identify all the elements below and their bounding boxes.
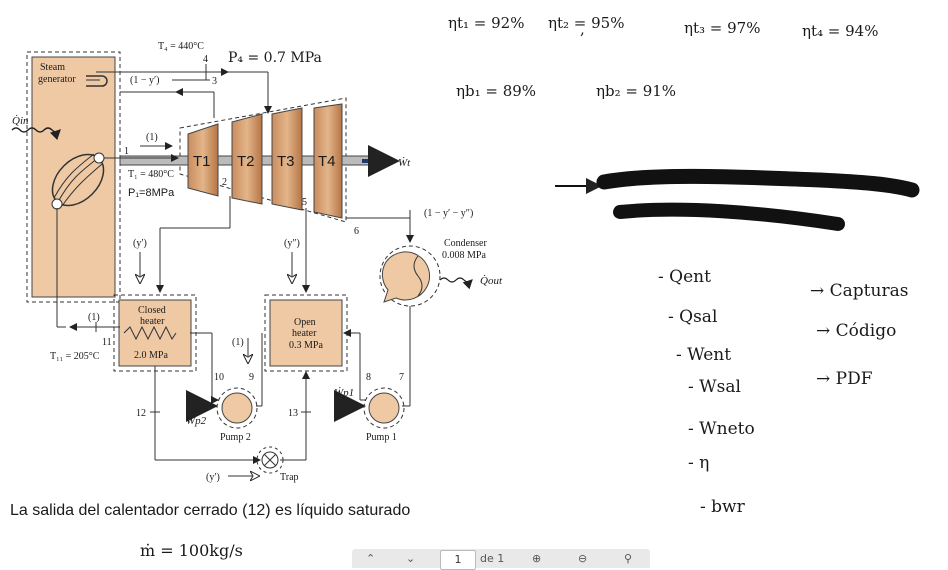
open-heater-label-3: 0.3 MPa xyxy=(289,340,323,351)
closed-heater-note: La salida del calentador cerrado (12) es… xyxy=(10,502,411,519)
wp1-label: Ẇp1 xyxy=(334,387,354,399)
steam-generator: Steam generator xyxy=(26,51,121,303)
checklist-went: - Went xyxy=(676,345,731,365)
extraction-5-line xyxy=(292,208,310,293)
turbine-set: T1 T2 T3 T4 xyxy=(119,97,381,223)
checklist-eta: - η xyxy=(688,453,709,473)
wt-label: Ẇt xyxy=(398,157,411,169)
state-8: 8 xyxy=(366,372,371,383)
checklist-wsal: - Wsal xyxy=(688,377,741,397)
t11-state: T₁₁ = 205°C xyxy=(50,351,100,362)
eta-t2: ηt₂ = 95% xyxy=(548,14,624,32)
eta-t3: ηt₃ = 97% xyxy=(684,19,760,37)
extraction-2-line xyxy=(140,196,231,293)
condenser-flow-label: (1 − y′ − y″) xyxy=(424,208,473,219)
reheat-lines xyxy=(96,64,272,118)
trap-y-label: (y′) xyxy=(206,472,220,483)
state-5: 5 xyxy=(302,197,307,208)
p1-label: P₁=8MPa xyxy=(128,187,175,199)
state-13: 13 xyxy=(288,408,298,419)
checklist-bwr: - bwr xyxy=(700,497,746,517)
chevron-up-icon[interactable]: ⌃ xyxy=(366,552,376,565)
p4-label: P₄ = 0.7 MPa xyxy=(228,50,322,66)
flow-one-top: (1) xyxy=(146,132,158,143)
eta-t1: ηt₁ = 92% xyxy=(448,14,524,32)
state-1: 1 xyxy=(124,146,129,157)
state-6: 6 xyxy=(354,226,359,237)
t1-state: T₁ = 480°C xyxy=(128,169,174,180)
trap-valve-icon xyxy=(256,446,284,474)
chevron-down-icon[interactable]: ⌄ xyxy=(406,552,416,565)
checklist-wneto: - Wneto xyxy=(688,419,755,439)
eta-b2: ηb₂ = 91% xyxy=(596,82,676,100)
search-icon[interactable]: ⚲ xyxy=(624,552,633,565)
condenser-label-2: 0.008 MPa xyxy=(442,250,486,261)
pump2-label: Pump 2 xyxy=(220,432,251,443)
state-9: 9 xyxy=(249,372,254,383)
output-codigo: → Código xyxy=(816,321,896,341)
state-10: 10 xyxy=(214,372,224,383)
checklist-qsal: - Qsal xyxy=(668,307,717,327)
closed-heater-label-3: 2.0 MPa xyxy=(134,350,168,361)
q-in-label: Q̇in xyxy=(12,115,29,127)
pdf-viewer-toolbar: ⌃ ⌄ 1 de 1 ⊕ ⊖ ⚲ xyxy=(352,549,650,570)
state-2: 2 xyxy=(222,177,227,188)
state-12: 12 xyxy=(136,408,146,419)
output-pdf: → PDF xyxy=(816,369,873,389)
eta-t4: ηt₄ = 94% xyxy=(802,22,878,40)
q-in-arrow xyxy=(11,127,61,141)
zoom-out-icon[interactable]: ⊖ xyxy=(578,552,588,565)
wp2-label: Ẇp2 xyxy=(186,415,207,427)
pump-1 xyxy=(363,387,405,429)
turbine-t2-label: T2 xyxy=(237,153,255,170)
reheat-flow-label: (1 − y′) xyxy=(130,75,160,86)
line-state-12-13 xyxy=(150,366,311,476)
state-4: 4 xyxy=(203,54,208,65)
y-double-label: (y″) xyxy=(284,238,300,249)
closed-heater-label-1: Closed xyxy=(138,305,166,316)
mass-flow: ṁ = 100kg/s xyxy=(140,541,243,560)
comma-separator: , xyxy=(580,20,585,38)
state-11: 11 xyxy=(102,337,112,348)
pump1-label: Pump 1 xyxy=(366,432,397,443)
q-out-label: Q̇out xyxy=(480,275,503,287)
pump-2 xyxy=(216,387,258,429)
line-state-6 xyxy=(346,210,414,243)
output-capturas: → Capturas xyxy=(810,281,908,301)
page-count-label: de 1 xyxy=(480,552,505,565)
turbine-t1-label: T1 xyxy=(193,153,211,170)
eta-b1: ηb₁ = 89% xyxy=(456,82,536,100)
state-7: 7 xyxy=(399,372,404,383)
state-3: 3 xyxy=(212,76,217,87)
condenser-label-1: Condenser xyxy=(444,238,487,249)
trap-label: Trap xyxy=(280,472,299,483)
scribbled-text xyxy=(555,168,920,231)
steam-generator-label-2: generator xyxy=(38,74,76,85)
open-heater-label-2: heater xyxy=(292,328,317,339)
flow-one-mid: (1) xyxy=(232,337,244,348)
turbine-t4-label: T4 xyxy=(318,153,336,170)
open-heater-label-1: Open xyxy=(294,317,316,328)
t4-state: T₄ = 440°C xyxy=(158,41,204,52)
line-state-11 xyxy=(56,208,120,332)
page-number-input[interactable]: 1 xyxy=(440,550,476,570)
y-prime-label: (y′) xyxy=(133,238,147,249)
q-out-arrow xyxy=(439,277,473,290)
flow-one-bottom: (1) xyxy=(88,312,100,323)
condenser xyxy=(379,245,441,307)
steam-generator-label-1: Steam xyxy=(40,62,65,73)
zoom-in-icon[interactable]: ⊕ xyxy=(532,552,542,565)
closed-heater-label-2: heater xyxy=(140,316,165,327)
checklist-qent: - Qent xyxy=(658,267,711,287)
turbine-t3-label: T3 xyxy=(277,153,295,170)
